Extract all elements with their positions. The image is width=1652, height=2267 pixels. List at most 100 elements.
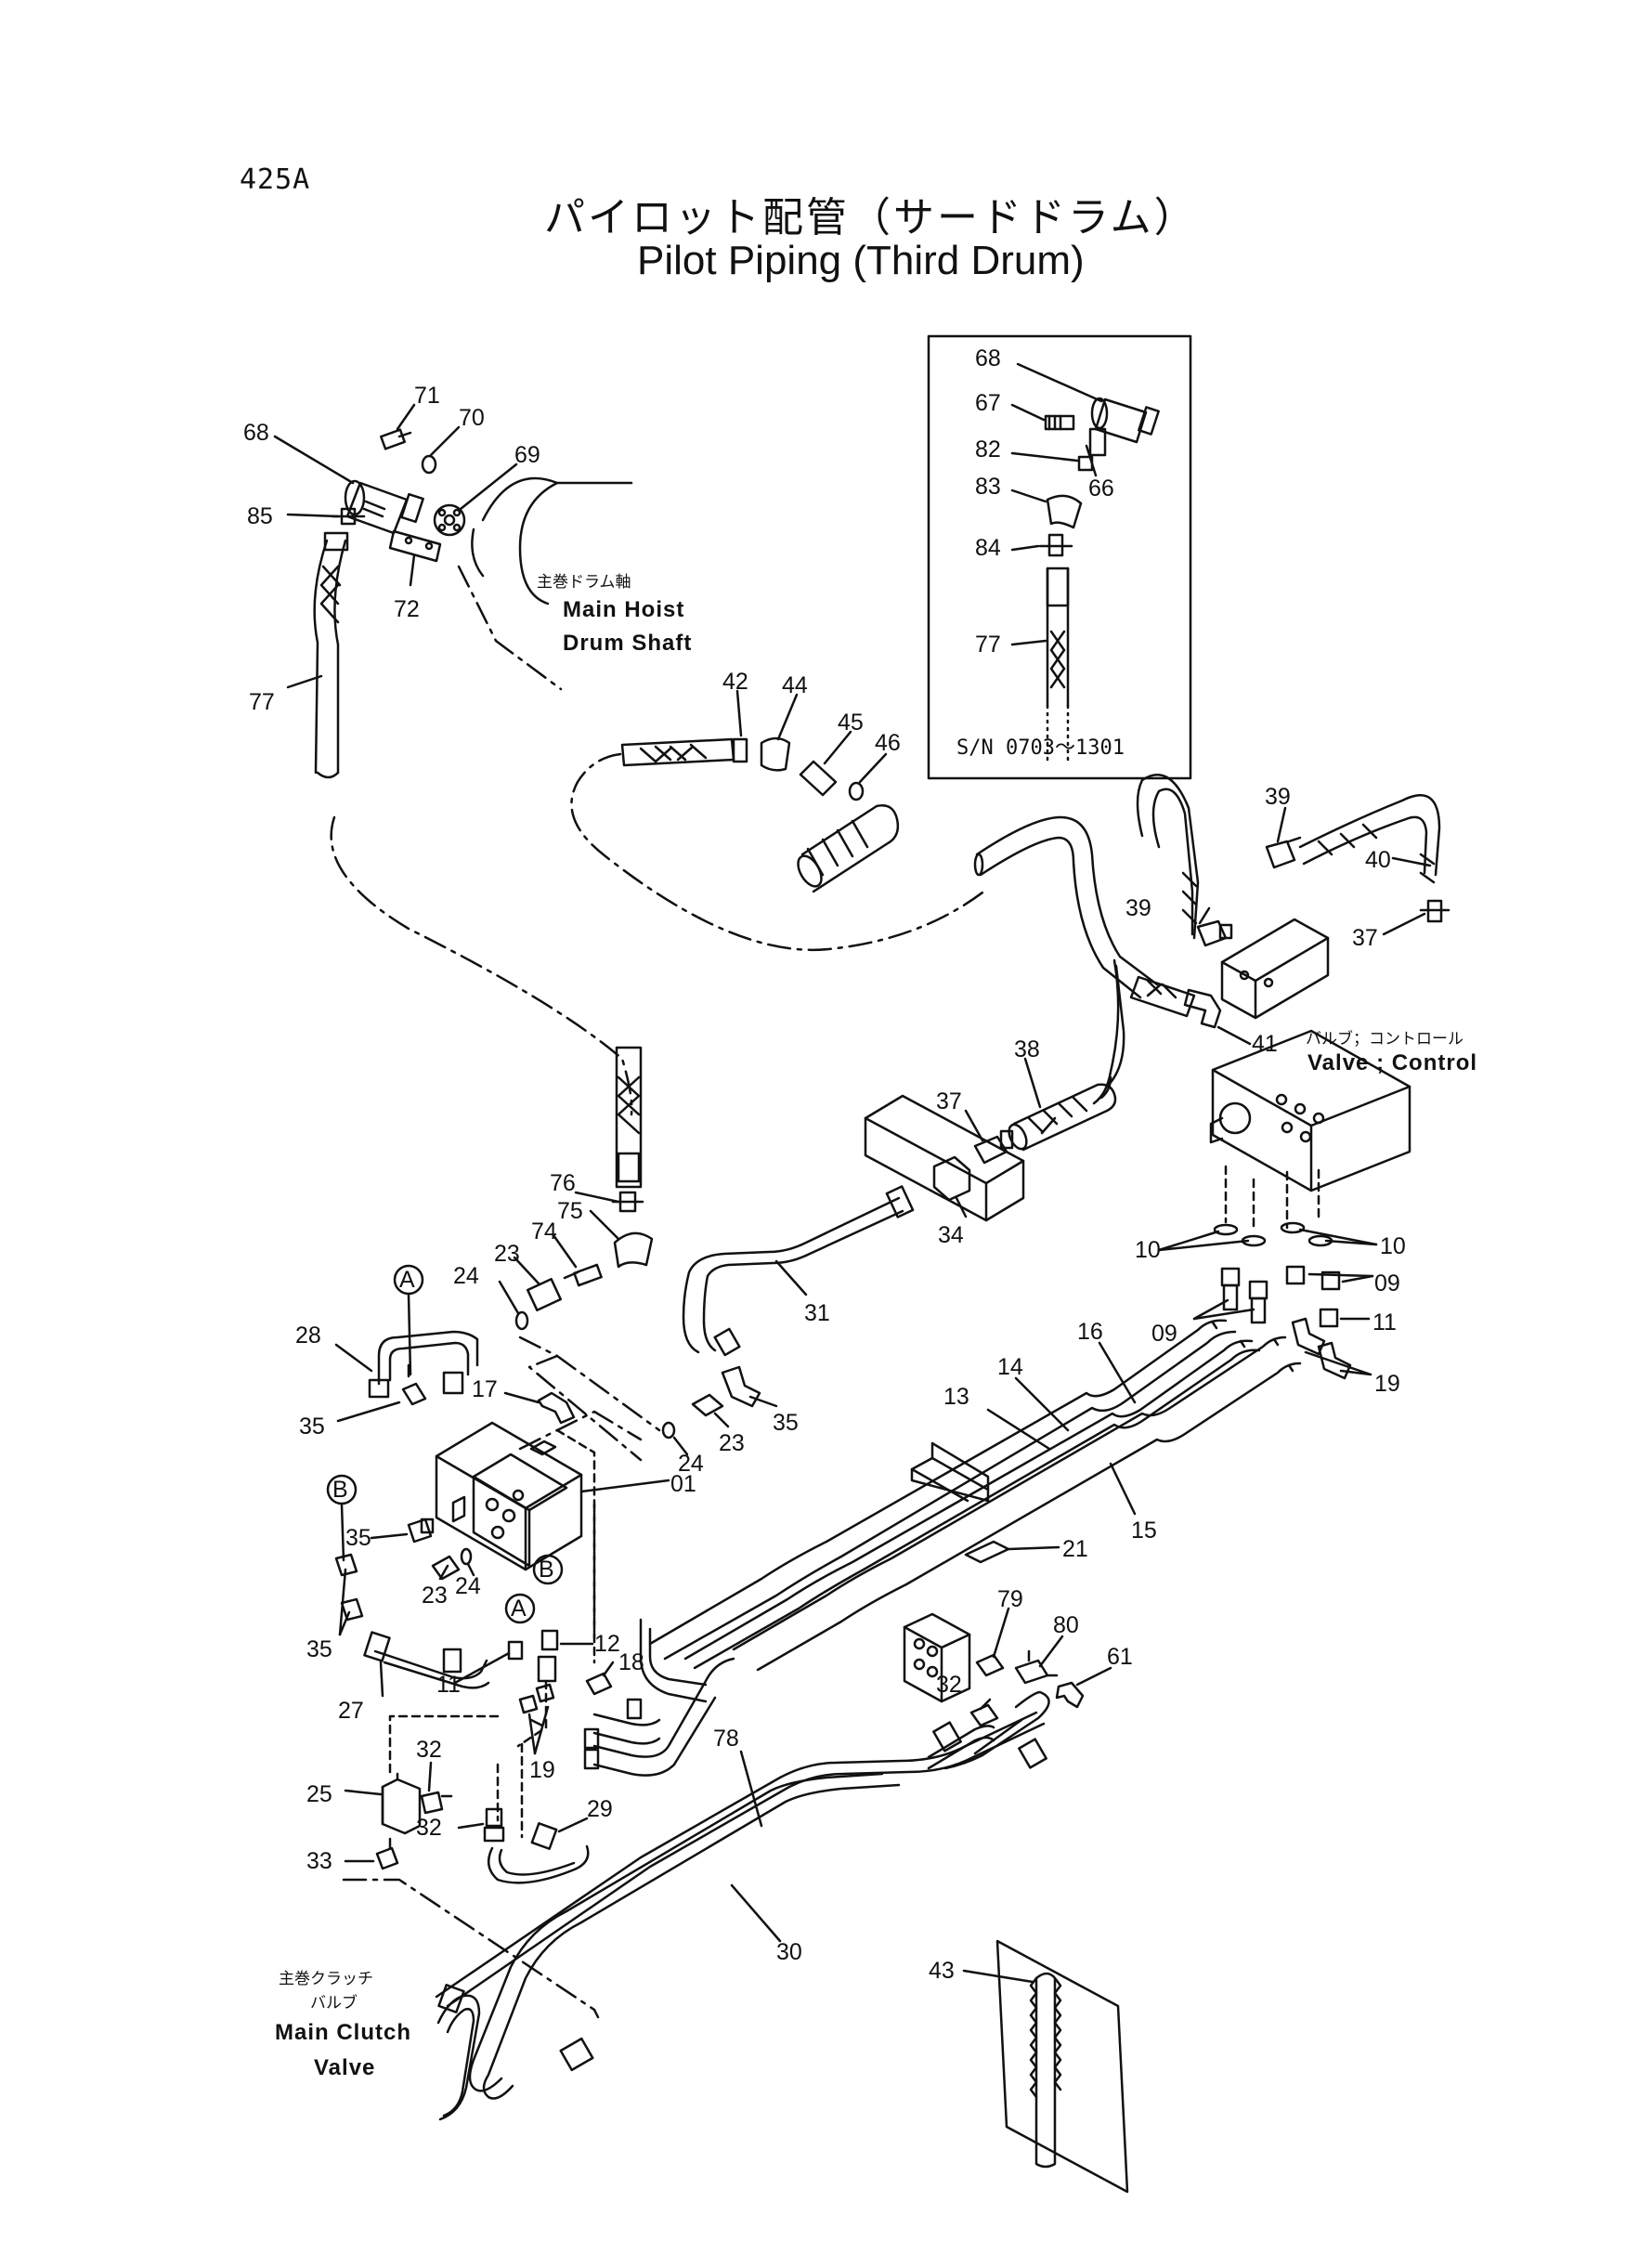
- callout-01: 01: [670, 1471, 696, 1497]
- callout-14: 14: [997, 1354, 1023, 1380]
- fitting-37a: [1419, 899, 1450, 923]
- nipple-74: [563, 1263, 603, 1287]
- callout-80: 80: [1053, 1612, 1079, 1638]
- callout-18: 18: [618, 1649, 644, 1675]
- plate-43: [995, 1939, 1129, 2194]
- callout-43: 43: [929, 1958, 955, 1984]
- callout-39a: 39: [1265, 784, 1291, 810]
- circle-A2: [504, 1593, 536, 1624]
- callout-16: 16: [1077, 1319, 1103, 1345]
- pipe-from-41-down: [1092, 958, 1120, 1105]
- elbow-61: [1055, 1681, 1085, 1709]
- callout-inset-68: 68: [975, 345, 1001, 371]
- callout-11b: 11: [1372, 1309, 1397, 1335]
- fitting-39b: [1265, 836, 1302, 869]
- fitting-11-left: [507, 1640, 524, 1661]
- callout-24c: 24: [455, 1573, 481, 1599]
- callout-33: 33: [306, 1848, 332, 1874]
- swivel-joint-68: [344, 479, 424, 535]
- callout-35d: 35: [306, 1636, 332, 1662]
- fitting-12: [537, 1629, 559, 1683]
- callout-inset-82: 82: [975, 436, 1001, 463]
- callout-10a: 10: [1135, 1237, 1161, 1263]
- callout-32a: 32: [936, 1672, 962, 1698]
- pipes-main-clutch: [436, 1984, 481, 2121]
- callout-42: 42: [722, 669, 748, 695]
- callout-44: 44: [782, 672, 808, 698]
- fittings-09: [1220, 1265, 1341, 1324]
- elbow-75: [613, 1231, 654, 1269]
- fitting-23b: [691, 1393, 724, 1417]
- callout-25: 25: [306, 1781, 332, 1807]
- elbows-19-right: [1291, 1317, 1352, 1380]
- fitting-18: [585, 1672, 613, 1696]
- callout-38: 38: [1014, 1036, 1040, 1062]
- callout-30: 30: [776, 1939, 802, 1965]
- fitting-32c: [483, 1807, 505, 1843]
- washer-46: [848, 781, 865, 801]
- callout-24a: 24: [453, 1263, 479, 1289]
- callout-09a: 09: [1374, 1270, 1400, 1296]
- hose-38: [1008, 1083, 1117, 1152]
- pipe-28: [368, 1330, 479, 1399]
- inset-serial-range: S/N 0703～1301: [956, 736, 1125, 760]
- fitting-79: [975, 1653, 1005, 1677]
- hose-lower-77: [615, 1046, 643, 1189]
- callout-76: 76: [550, 1170, 576, 1196]
- title-english: Pilot Piping (Third Drum): [637, 238, 1085, 283]
- callout-74: 74: [531, 1218, 557, 1244]
- pipe-30: [435, 1711, 1046, 2100]
- callout-13: 13: [943, 1384, 969, 1410]
- callout-61: 61: [1107, 1644, 1133, 1670]
- circle-A2-label: A: [511, 1596, 527, 1622]
- callout-69: 69: [514, 442, 540, 468]
- callout-11a: 11: [436, 1672, 461, 1698]
- callout-72: 72: [394, 596, 420, 622]
- inset-hose: [1046, 567, 1070, 763]
- elbows-35d: [334, 1553, 364, 1622]
- callout-77: 77: [249, 689, 275, 715]
- fitting-45: [799, 760, 838, 797]
- drum-shaft-ja: 主巻ドラム軸: [537, 573, 631, 592]
- callout-27: 27: [338, 1698, 364, 1724]
- callout-35c: 35: [345, 1525, 371, 1551]
- callout-24b: 24: [678, 1451, 704, 1477]
- elbow-41: [1183, 988, 1222, 1029]
- callout-09b: 09: [1151, 1321, 1177, 1347]
- inset-elbow: [1046, 494, 1083, 529]
- fitting-35a: [401, 1363, 427, 1406]
- hose-40: [1129, 975, 1196, 1018]
- title-japanese: パイロット配管（サードドラム）: [544, 194, 1198, 241]
- valve-control-ja: バルブ；コントロール: [1306, 1029, 1463, 1049]
- inset-adapter: [1038, 533, 1073, 557]
- control-valve: [1209, 1029, 1411, 1192]
- pipe-31: [682, 1185, 915, 1357]
- callout-inset-84: 84: [975, 535, 1001, 561]
- callout-inset-67: 67: [975, 390, 1001, 416]
- washer-70: [421, 454, 437, 475]
- drum-shaft: [471, 476, 633, 606]
- callout-75: 75: [557, 1198, 583, 1224]
- callout-inset-77: 77: [975, 632, 1001, 658]
- pipe-27: [363, 1631, 490, 1689]
- callout-32b: 32: [416, 1737, 442, 1763]
- callout-23b: 23: [719, 1430, 745, 1456]
- pipes-valve-bundle: [583, 1618, 735, 1777]
- drum-shaft-en2: Drum Shaft: [563, 631, 692, 656]
- fitting-32b: [420, 1791, 453, 1815]
- pipe-bundle: [648, 1319, 1302, 1672]
- oring-24a: [514, 1310, 529, 1331]
- circle-B1-label: B: [332, 1477, 348, 1503]
- elbow-17: [537, 1391, 576, 1425]
- inset-plug: [1044, 414, 1075, 431]
- callout-37a: 37: [1352, 925, 1378, 951]
- callout-68: 68: [243, 420, 269, 446]
- callout-79: 79: [997, 1586, 1023, 1612]
- callout-37b: 37: [936, 1088, 962, 1114]
- pipe-78-right: [927, 1690, 1050, 1770]
- tee-80: [1014, 1649, 1059, 1685]
- bracket-72: [388, 529, 442, 563]
- hose-up-left: [1136, 774, 1200, 940]
- callout-29: 29: [587, 1796, 613, 1822]
